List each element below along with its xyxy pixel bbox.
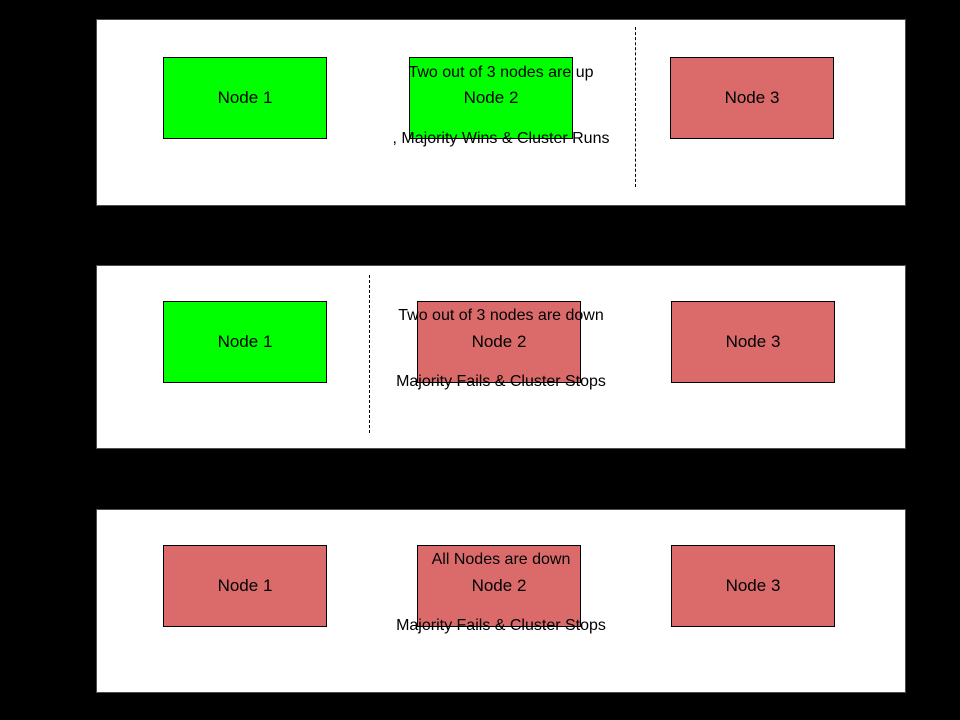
node-3-box: Node 3	[671, 545, 835, 627]
node-2-label: Node 2	[471, 576, 527, 595]
node-1-label: Node 1	[217, 88, 273, 107]
node-3-label: Node 3	[725, 332, 781, 351]
caption-line-1: Two out of 3 nodes are down	[398, 307, 604, 324]
panel-two-nodes-down: Node 1 Node 2 Node 3 Two out of 3 nodes …	[96, 265, 906, 449]
node-3-label: Node 3	[725, 576, 781, 595]
node-3-box: Node 3	[670, 57, 834, 139]
node-1-label: Node 1	[217, 576, 273, 595]
node-2-box: Node 2	[409, 57, 573, 139]
caption-line-1: Two out of 3 nodes are up	[408, 64, 594, 81]
node-1-box: Node 1	[163, 57, 327, 139]
node-2-label: Node 2	[471, 332, 527, 351]
scenario-caption: Two out of 3 nodes are down Majority Fai…	[97, 261, 905, 437]
node-3-box: Node 3	[671, 301, 835, 383]
panel-two-nodes-up: Node 1 Node 2 Node 3 Two out of 3 nodes …	[96, 19, 906, 206]
caption-line-2: Majority Fails & Cluster Stops	[396, 373, 606, 390]
node-2-label: Node 2	[463, 88, 519, 107]
caption-line-2: , Majority Wins & Cluster Runs	[392, 130, 610, 147]
node-1-box: Node 1	[163, 545, 327, 627]
caption-line-2: Majority Fails & Cluster Stops	[396, 617, 606, 634]
node-1-label: Node 1	[217, 332, 273, 351]
partition-dashed-line	[635, 27, 636, 187]
caption-line-1: All Nodes are down	[431, 551, 571, 568]
node-2-box: Node 2	[417, 301, 581, 383]
partition-dashed-line	[369, 275, 370, 433]
node-1-box: Node 1	[163, 301, 327, 383]
panel-all-nodes-down: Node 1 Node 2 Node 3 All Nodes are down …	[96, 509, 906, 693]
node-3-label: Node 3	[724, 88, 780, 107]
node-2-box: Node 2	[417, 545, 581, 627]
scenario-caption: All Nodes are down Majority Fails & Clus…	[97, 505, 905, 681]
scenario-caption: Two out of 3 nodes are up , Majority Win…	[97, 18, 905, 194]
